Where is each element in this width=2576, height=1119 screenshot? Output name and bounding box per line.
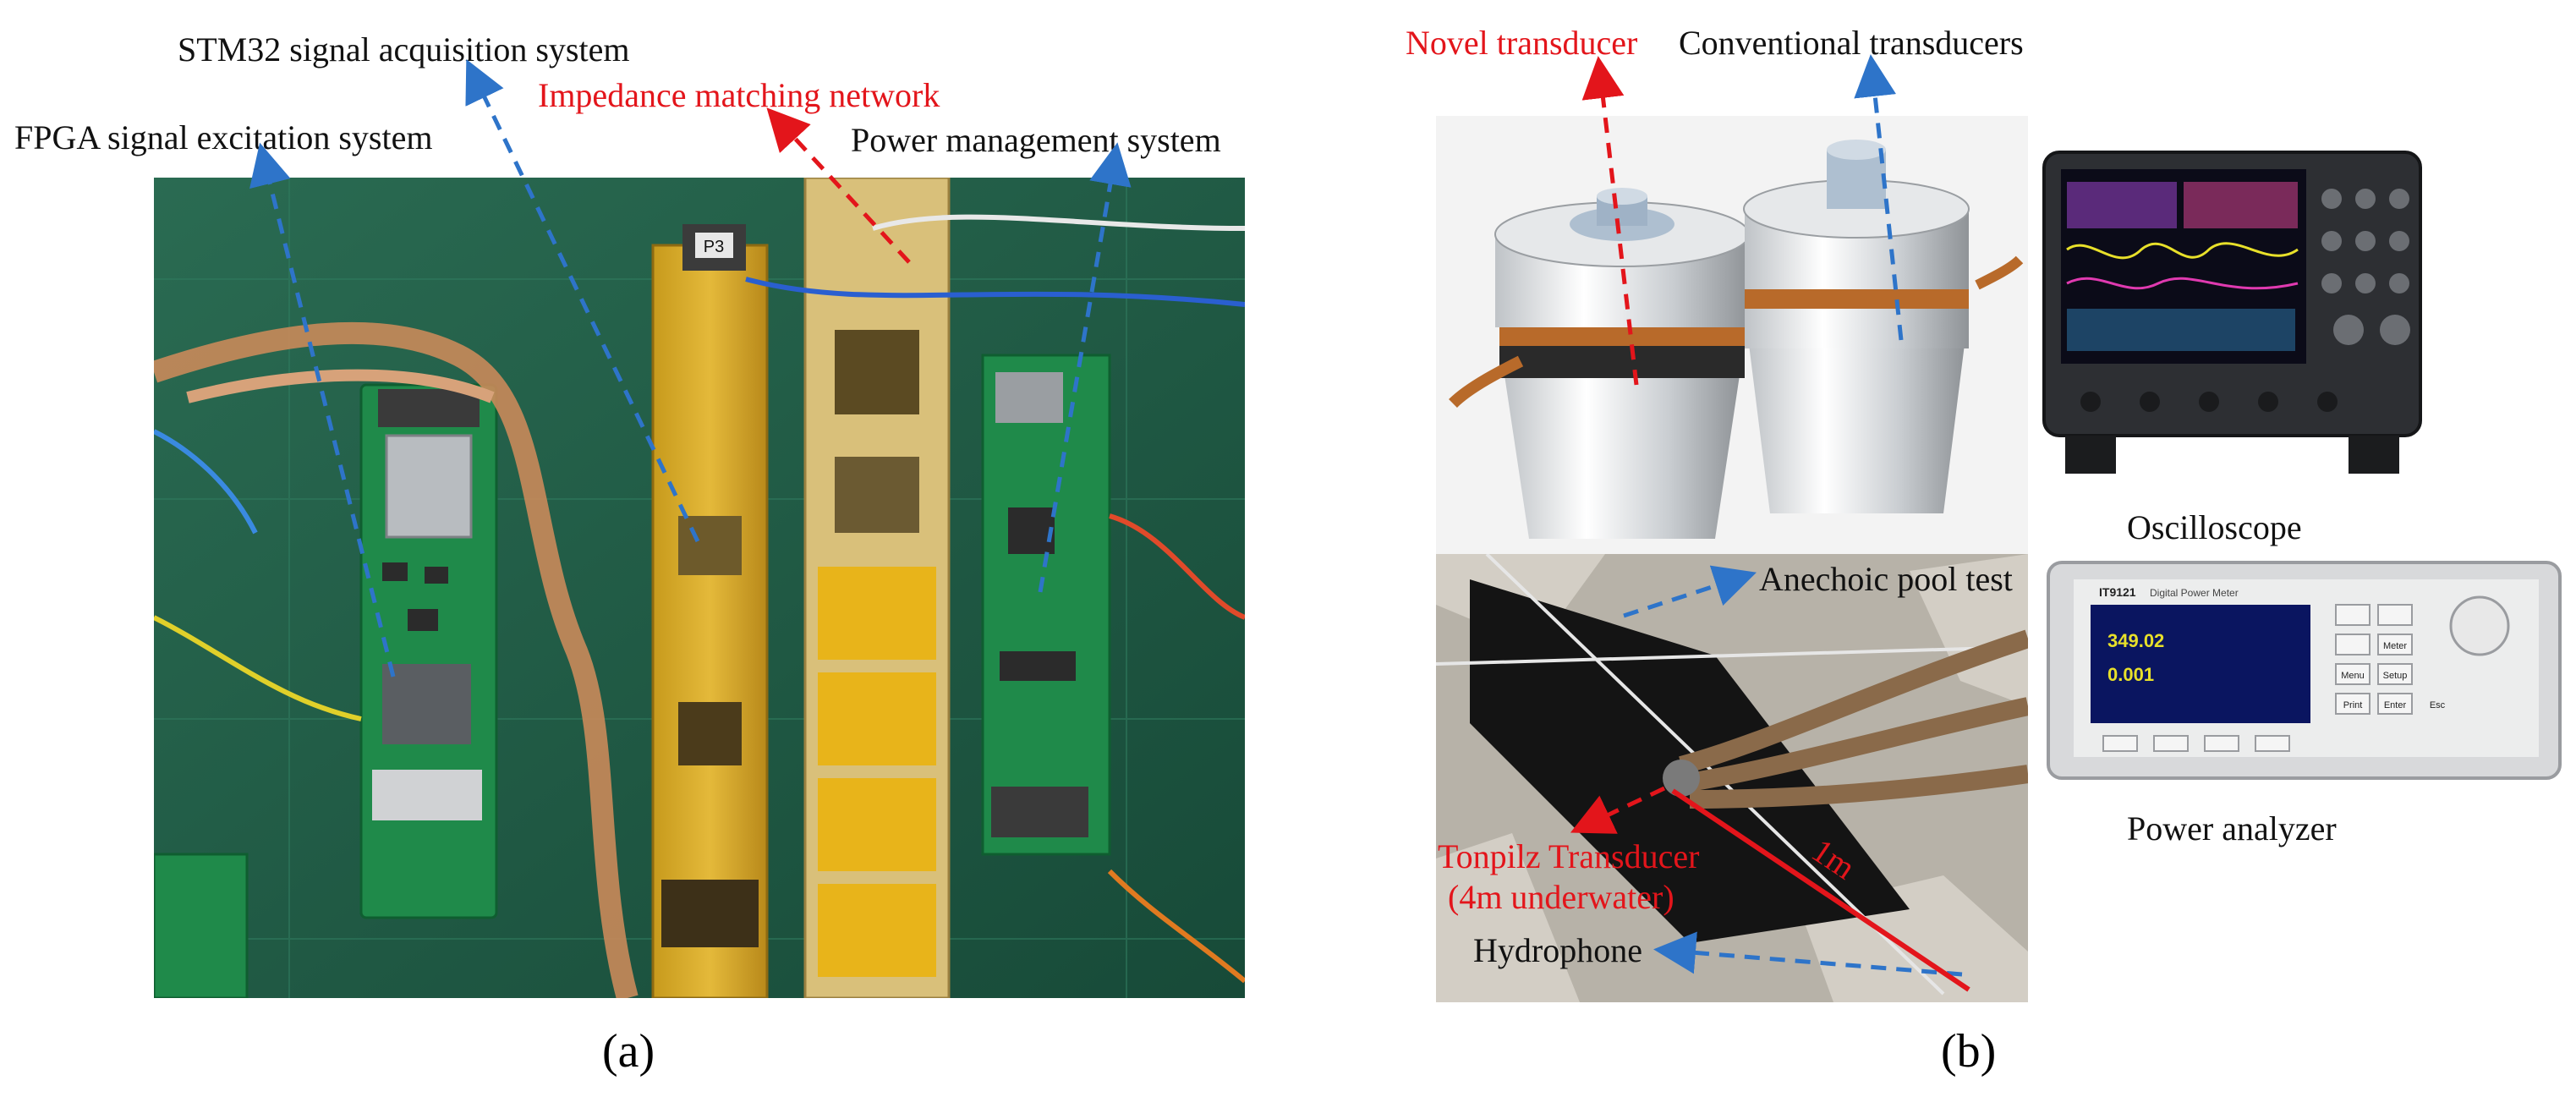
connector-tag: P3 (704, 238, 724, 256)
caption-a: (a) (602, 1025, 655, 1078)
conventional-transducers-label: Conventional transducers (1679, 24, 2024, 62)
btn-menu: Menu (2341, 671, 2365, 681)
btn-setup: Setup (2383, 671, 2408, 681)
btn-meter: Meter (2383, 641, 2407, 651)
analyzer-model: IT9121 (2099, 585, 2136, 599)
btn-print: Print (2343, 700, 2363, 710)
analyzer-reading-1: 349.02 (2107, 630, 2164, 651)
hardware-illustration: P3 (154, 178, 1245, 998)
fpga-board (359, 383, 498, 919)
power-board (981, 354, 1111, 856)
tonpilz-transducer (1663, 760, 1700, 797)
tonpilz-label-line1: Tonpilz Transducer (1438, 837, 1700, 875)
conventional-transducer (1743, 140, 2024, 513)
anechoic-pool-label: Anechoic pool test (1759, 560, 2013, 598)
transducers-photo (1436, 116, 2028, 554)
novel-transducer-label: Novel transducer (1406, 24, 1638, 62)
oscilloscope-label: Oscilloscope (2127, 508, 2302, 546)
tonpilz-label-line2: (4m underwater) (1448, 878, 1674, 916)
analyzer-reading-2: 0.001 (2107, 664, 2154, 685)
caption-b: (b) (1941, 1025, 1997, 1078)
impedance-label: Impedance matching network (538, 76, 940, 114)
hardware-photo: P3 (154, 178, 1245, 998)
power-analyzer-photo: IT9121 Digital Power Meter 349.02 0.001 … (2040, 554, 2568, 791)
oscilloscope-photo (2040, 148, 2425, 486)
wires (154, 214, 1245, 984)
power-analyzer-label: Power analyzer (2127, 809, 2337, 847)
analyzer-screen (2091, 605, 2310, 723)
power-mgmt-label: Power management system (851, 121, 1221, 159)
stm32-label: STM32 signal acquisition system (178, 30, 630, 69)
analyzer-knob (2449, 595, 2510, 656)
impedance-board (803, 178, 951, 998)
btn-esc: Esc (2430, 700, 2446, 710)
novel-transducer (1449, 188, 1750, 539)
acquisition-board: P3 (651, 224, 769, 998)
fpga-label: FPGA signal excitation system (14, 118, 433, 156)
analyzer-title: Digital Power Meter (2150, 587, 2239, 599)
hydrophone-label: Hydrophone (1473, 931, 1642, 969)
btn-enter: Enter (2384, 700, 2407, 710)
